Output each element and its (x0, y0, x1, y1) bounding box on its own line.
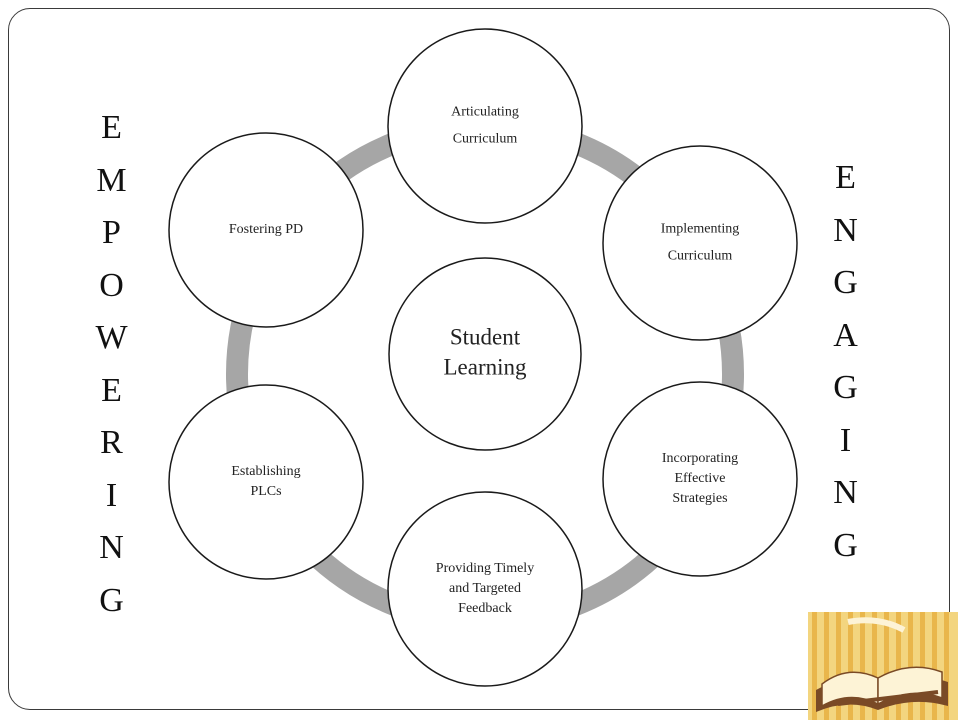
letter-g: G (99, 581, 125, 619)
node-student-learning-label-line: Student (450, 324, 521, 349)
letter-m: M (96, 161, 128, 199)
open-book-icon (808, 612, 958, 720)
letter-g: G (833, 369, 859, 406)
node-providing-label-line: and Targeted (449, 581, 521, 596)
letter-o: O (99, 266, 125, 304)
letter-r: R (100, 424, 124, 461)
letter-e: E (101, 371, 123, 409)
node-incorporating-circle (602, 381, 798, 577)
node-implementing-circle (602, 145, 798, 341)
node-fostering-circle (168, 132, 364, 328)
letter-g: G (833, 526, 859, 564)
letter-i: I (105, 476, 119, 514)
letter-e: E (835, 159, 857, 196)
letter-a: A (833, 316, 859, 354)
node-establishing-circle (168, 384, 364, 580)
node-student-learning-label-line: Learning (443, 354, 527, 379)
node-implementing-label-line: Curriculum (668, 249, 733, 264)
node-providing-label-line: Providing Timely (436, 561, 534, 576)
letter-n: N (833, 474, 859, 511)
node-incorporating-label-line: Incorporating (662, 451, 738, 466)
letter-n: N (99, 529, 125, 566)
node-incorporating-label-line: Strategies (672, 491, 727, 506)
letter-n: N (833, 211, 859, 249)
letter-g: G (833, 264, 859, 301)
node-establishing-label-line: Establishing (231, 464, 300, 479)
letter-p: P (102, 214, 122, 251)
node-implementing-label-line: Implementing (661, 222, 740, 237)
empowering-vertical-word: E M P O W E R I N G (88, 102, 136, 627)
node-establishing-label-line: PLCs (250, 484, 281, 499)
slide-frame (8, 8, 950, 710)
letter-i: I (839, 421, 853, 459)
engaging-vertical-word: E N G A G I N G (822, 152, 870, 572)
node-providing-label-line: Feedback (458, 601, 512, 616)
node-articulating-label-line: Curriculum (453, 132, 518, 147)
letter-e: E (101, 109, 123, 146)
node-articulating-circle (387, 28, 583, 224)
node-providing-circle (387, 491, 583, 687)
node-articulating-label-line: Articulating (451, 105, 519, 120)
node-student-learning-circle (388, 257, 582, 451)
node-incorporating-label-line: Effective (674, 471, 725, 486)
node-fostering-label-line: Fostering PD (229, 222, 303, 237)
letter-w: W (95, 319, 129, 356)
node-fostering: Fostering PD (168, 132, 364, 328)
